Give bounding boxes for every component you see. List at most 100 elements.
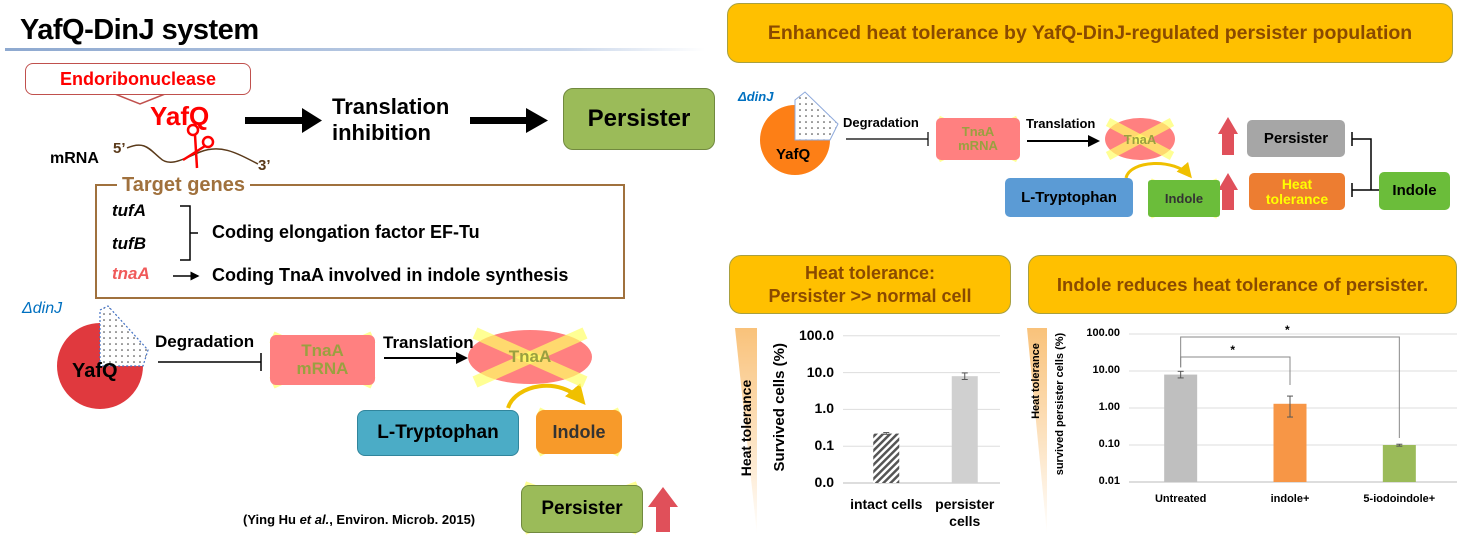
y-tick-label: 1.00: [1098, 401, 1120, 413]
mrna-strand: [126, 144, 259, 165]
up-arrow-icon: [1218, 173, 1238, 210]
callout-pointer: [114, 93, 166, 105]
tnaA-mrna-line2: mRNA: [296, 359, 349, 378]
panel2-header: Indole reduces heat tolerance of persist…: [1028, 255, 1457, 314]
y-tick-label: 1.0: [814, 400, 834, 417]
y-tick-label: 100.00: [1086, 327, 1120, 339]
heat-tolerance-wedge: [1027, 328, 1047, 535]
curved-arrow-icon: [506, 383, 586, 409]
curved-arrow-icon: [1124, 161, 1192, 179]
translation-label-right: Translation: [1026, 116, 1096, 131]
bar: [951, 376, 978, 483]
page-title: YafQ-DinJ system: [20, 14, 259, 46]
error-bar: [961, 372, 968, 380]
error-bar: [1177, 370, 1184, 379]
gene-tufB: tufB: [112, 234, 146, 253]
x-category-label: Untreated: [1154, 493, 1207, 505]
y-tick-label: 10.00: [1092, 364, 1120, 376]
bar: [1382, 445, 1416, 482]
degradation-label: Degradation: [155, 332, 255, 351]
mrna-label: mRNA: [50, 150, 99, 167]
tnaA-mrna-line2: mRNA: [958, 138, 998, 153]
scissors-icon: [182, 123, 215, 169]
title-underline: [5, 48, 705, 51]
gene-tnaA: tnaA: [112, 264, 150, 283]
five-prime-label: 5’: [113, 140, 126, 157]
three-prime-label: 3’: [258, 157, 271, 174]
tnaA-mrna-box-right: TnaA mRNA: [936, 118, 1020, 160]
bar: [1164, 374, 1198, 482]
y-tick-label: 10.0: [806, 363, 834, 380]
panel1-header-line2: Persister >> normal cell: [768, 285, 972, 306]
gene-tufA: tufA: [112, 201, 146, 220]
heat-line: Heat: [1281, 175, 1313, 192]
significance-star: *: [1230, 343, 1235, 357]
heat-tolerance-wedge: [735, 328, 757, 535]
indole-box-right: Indole: [1379, 172, 1450, 210]
right-arrow-icon: [470, 108, 548, 133]
persister-box-crossed: Persister: [521, 485, 643, 533]
l-tryptophan-box: L-Tryptophan: [357, 410, 519, 456]
x-category-label: indole+: [1270, 493, 1310, 505]
translation-line: Translation: [332, 94, 450, 119]
y-tick-label: 0.1: [814, 437, 834, 454]
dinj-missing-quadrant-right: [794, 91, 839, 141]
tnaA-description: Coding TnaA involved in indole synthesis: [212, 265, 569, 285]
citation: (Ying Hu et al., Environ. Microb. 2015): [243, 512, 475, 527]
x-category-label: 5-iodoindole+: [1363, 493, 1436, 505]
panel1-header: Heat tolerance: Persister >> normal cell: [729, 255, 1011, 314]
tolerance-line: tolerance: [1265, 190, 1329, 207]
y-axis-title: Survived cells (%): [770, 343, 788, 472]
tnaA-mrna-box: TnaA mRNA: [270, 335, 375, 385]
l-tryptophan-box-right: L-Tryptophan: [1005, 178, 1133, 217]
tnaA-protein-label-right: TnaA: [1123, 131, 1157, 147]
error-bar: [1396, 443, 1403, 447]
heat-tolerance-box: Heat tolerance: [1249, 173, 1345, 210]
degradation-label-right: Degradation: [843, 115, 919, 130]
translation-label: Translation: [383, 333, 474, 352]
chart-survived-persister-cells: [1129, 333, 1457, 483]
yafq-pie-label: YafQ: [72, 360, 118, 382]
inhibition-arrow-icon: [846, 132, 929, 146]
indole-box-crossed-right: Indole: [1148, 180, 1220, 217]
target-genes-box: [95, 184, 625, 299]
right-header: Enhanced heat tolerance by YafQ-DinJ-reg…: [727, 3, 1453, 63]
up-arrow-icon: [1218, 117, 1238, 155]
endoribonuclease-callout: Endoribonuclease: [25, 63, 251, 95]
y-tick-label: 0.0: [814, 474, 834, 490]
ef-tu-description: Coding elongation factor EF-Tu: [212, 222, 480, 242]
inhibition-arrow-icon: [158, 353, 262, 371]
panel1-header-line1: Heat tolerance:: [804, 263, 936, 283]
yafq-label: YafQ: [150, 101, 210, 131]
yafq-pie-label-right: YafQ: [776, 146, 811, 163]
y-tick-label: 100.0: [798, 326, 834, 343]
dinj-missing-quadrant: [99, 305, 149, 367]
dinj-deletion-label: ΔdinJ: [22, 300, 63, 317]
citation-journal: , Environ. Microb. 2015): [329, 512, 476, 527]
cross-mark-icon: [472, 327, 588, 388]
inhibition-line: inhibition: [332, 120, 431, 145]
cross-stroke: [472, 327, 588, 388]
x-category-label: persister cells: [935, 496, 995, 529]
heat-tolerance-side-label: Heat tolerance: [1030, 343, 1042, 419]
y-tick-label: 0.01: [1098, 475, 1120, 487]
indole-box: Indole: [536, 410, 622, 454]
persister-box-right: Persister: [1247, 120, 1345, 157]
up-arrow-icon: [648, 487, 678, 532]
error-bar: [883, 432, 890, 435]
x-category-label: intact cells: [850, 496, 923, 512]
tnaA-mrna-line1: TnaA: [301, 341, 344, 361]
translation-inhibition-label: Translation inhibition: [332, 94, 449, 146]
citation-authors: (Ying Hu: [243, 512, 300, 527]
error-bar: [1287, 395, 1293, 418]
significance-star: *: [1285, 323, 1290, 337]
significance-bracket: [1180, 336, 1400, 438]
y-axis-title: survived persister cells (%): [1053, 332, 1066, 476]
target-genes-label: Target genes: [117, 174, 250, 197]
cross-mark-icon: [1105, 118, 1175, 160]
right-arrow-icon: [245, 108, 322, 133]
y-tick-label: 0.10: [1098, 438, 1120, 450]
tnaA-protein-label: TnaA: [508, 347, 552, 366]
persister-box: Persister: [563, 88, 715, 150]
